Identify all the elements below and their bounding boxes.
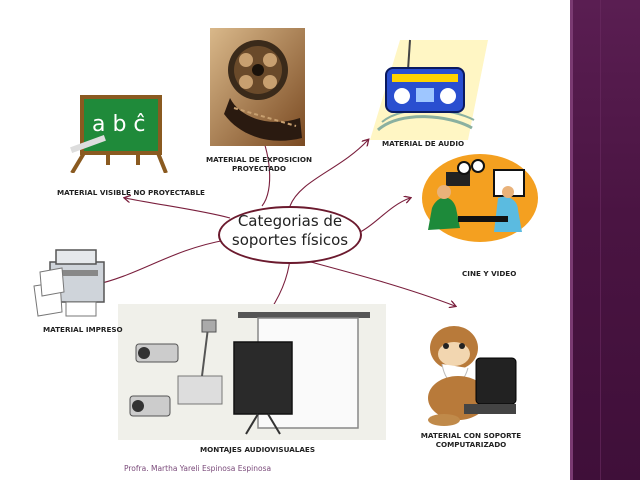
center-title-line2: soportes físicos [231, 231, 349, 249]
side-band [570, 0, 640, 480]
label-cine: CINE Y VIDEO [462, 269, 517, 278]
label-exposicion-line2: PROYECTADO [231, 164, 287, 173]
connector-visible [125, 198, 231, 219]
label-visible: MATERIAL VISIBLE NO PROYECTABLE [57, 188, 205, 197]
side-band-edge [570, 0, 573, 480]
connector-audio [289, 140, 368, 207]
label-impreso: MATERIAL IMPRESO [43, 325, 123, 334]
video-editing-icon [422, 154, 538, 242]
center-node-text: Categorias de soportes físicos [218, 212, 362, 250]
side-band-stripe [600, 0, 601, 480]
footer-author: Profra. Martha Yareli Espinosa Espinosa [124, 464, 272, 473]
blackboard-icon: a b ĉ [70, 95, 168, 173]
label-audio: MATERIAL DE AUDIO [382, 139, 465, 148]
center-node-ellipse [218, 206, 362, 264]
radio-icon [370, 39, 488, 140]
label-exposicion-line1: MATERIAL DE EXPOSICION [206, 155, 312, 164]
screen-roller [238, 312, 370, 318]
connector-computarizado [295, 257, 455, 306]
label-audiovisuales: MONTAJES AUDIOVISUALAES [200, 445, 316, 454]
monkey-computer-icon [428, 326, 517, 426]
center-title-line1: Categorias de [237, 212, 343, 230]
blackboard-letters: a b ĉ [92, 112, 146, 137]
label-computarizado: MATERIAL CON SOPORTE COMPUTARIZADO [412, 431, 530, 449]
label-exposicion: MATERIAL DE EXPOSICION PROYECTADO [204, 155, 314, 173]
label-computarizado-line1: MATERIAL CON SOPORTE [420, 431, 522, 440]
printer-icon [33, 249, 105, 317]
label-computarizado-line2: COMPUTARIZADO [435, 440, 507, 449]
connector-impreso [94, 239, 227, 285]
film-reel-icon [210, 28, 305, 146]
audiovisual-equipment-image [118, 304, 386, 440]
connector-cine [359, 198, 410, 233]
